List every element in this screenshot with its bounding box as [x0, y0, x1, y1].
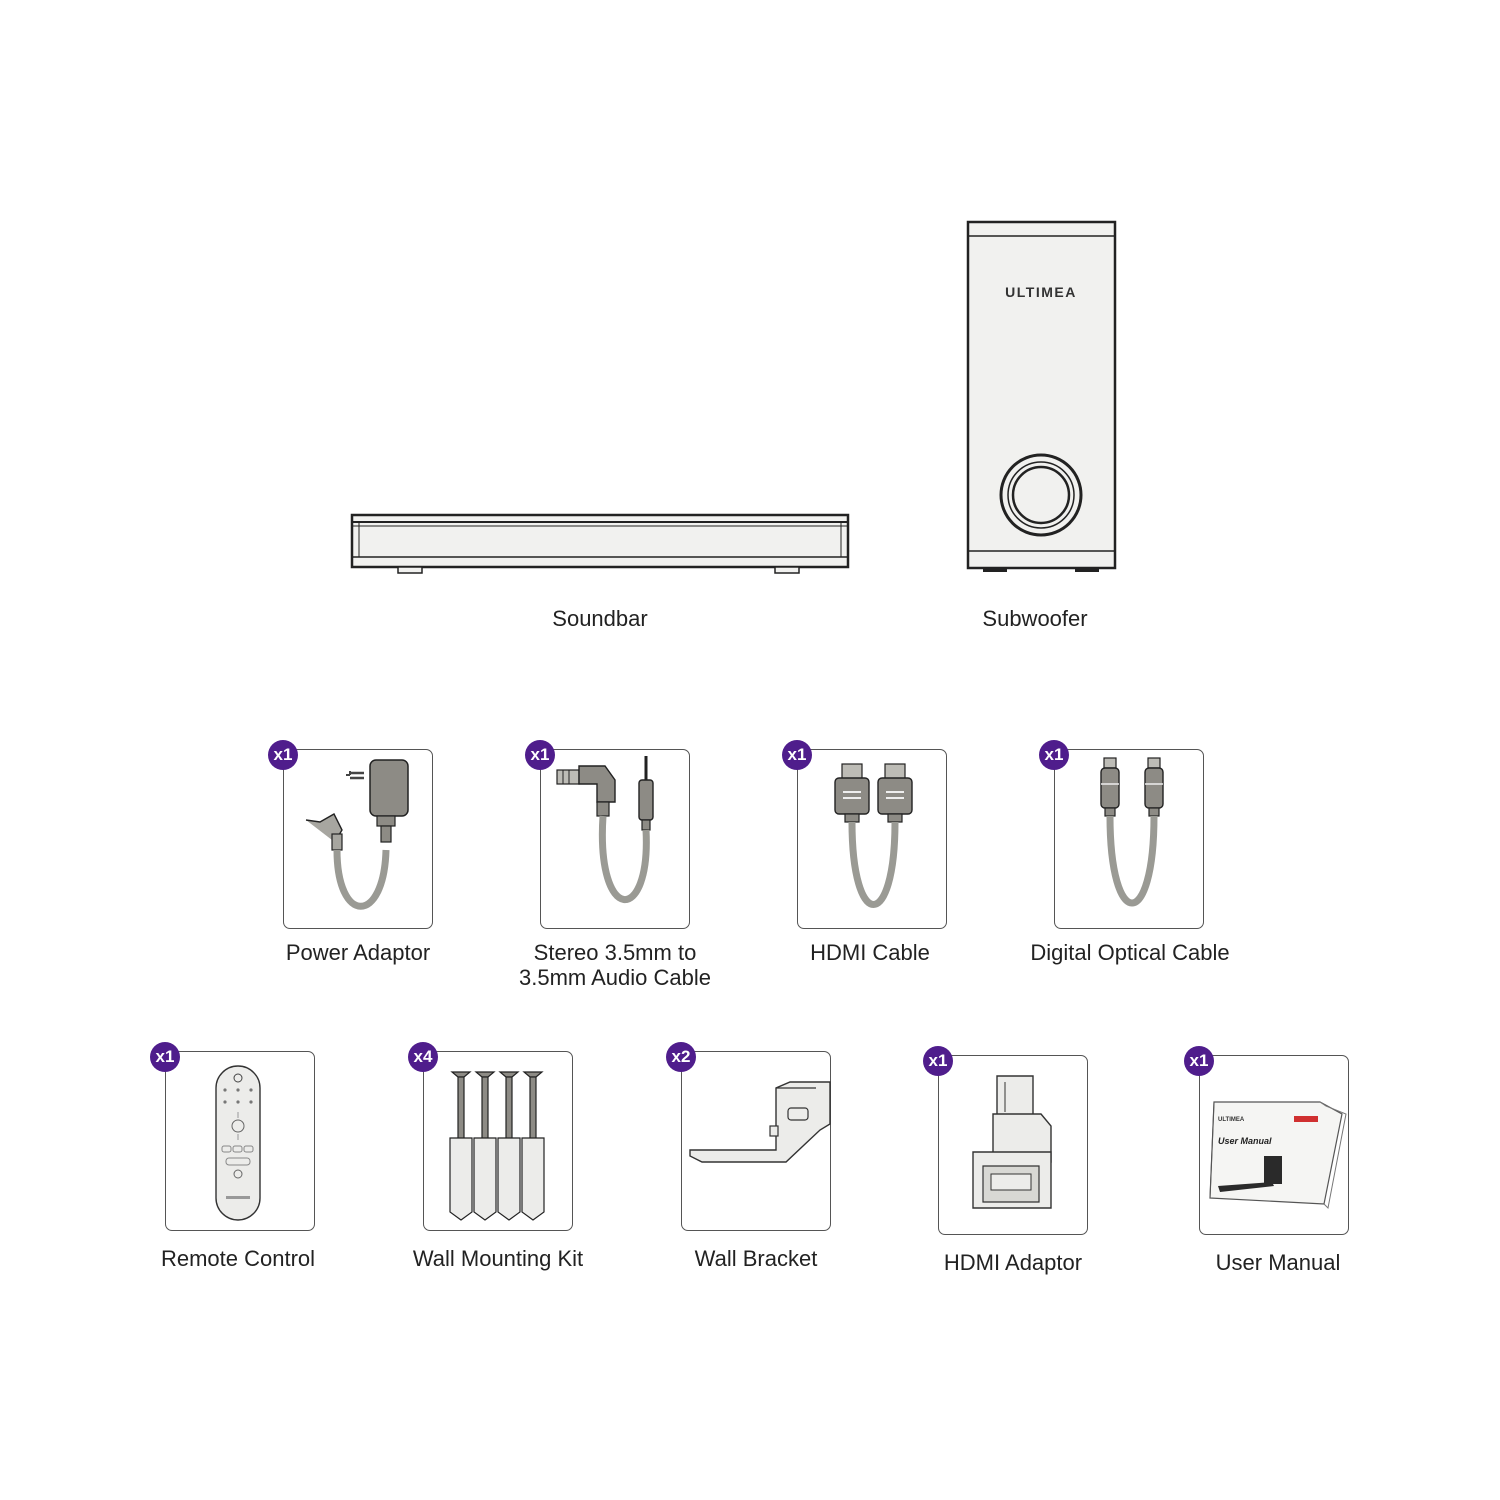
power-adaptor-label: Power Adaptor	[285, 940, 431, 965]
audio-cable-icon	[556, 756, 654, 904]
hdmi-adaptor-icon	[972, 1075, 1052, 1209]
remote-control-icon	[215, 1065, 261, 1221]
audio-cable-label: Stereo 3.5mm to 3.5mm Audio Cable	[519, 940, 711, 990]
user-manual-qty-badge: x1	[1184, 1046, 1214, 1076]
hdmi-cable-card	[797, 749, 947, 929]
wall-mounting-kit-icon	[449, 1071, 545, 1221]
soundbar-label: Soundbar	[552, 606, 648, 631]
power-adaptor-icon	[305, 759, 409, 910]
wall-mounting-kit-qty-badge: x4	[408, 1042, 438, 1072]
wall-mounting-kit-label: Wall Mounting Kit	[412, 1246, 584, 1271]
manual-title-text: User Manual	[1218, 1136, 1272, 1146]
hdmi-cable-icon	[834, 763, 913, 908]
power-adaptor-card	[283, 749, 433, 929]
remote-control-card	[165, 1051, 315, 1231]
hdmi-cable-label: HDMI Cable	[810, 940, 930, 965]
optical-cable-card	[1054, 749, 1204, 929]
manual-brand-text: ULTIMEA	[1218, 1117, 1245, 1123]
user-manual-label: User Manual	[1215, 1250, 1341, 1275]
user-manual-icon: ULTIMEA User Manual	[1209, 1101, 1347, 1210]
hdmi-adaptor-label: HDMI Adaptor	[943, 1250, 1083, 1275]
hdmi-cable-qty-badge: x1	[782, 740, 812, 770]
remote-control-label: Remote Control	[160, 1246, 316, 1271]
wall-bracket-icon	[689, 1081, 831, 1163]
subwoofer-illustration: ULTIMEA	[966, 220, 1117, 572]
optical-cable-icon	[1100, 757, 1164, 907]
soundbar-illustration	[350, 513, 850, 574]
audio-cable-qty-badge: x1	[525, 740, 555, 770]
audio-cable-card	[540, 749, 690, 929]
subwoofer-label: Subwoofer	[982, 606, 1088, 631]
user-manual-card: ULTIMEA User Manual	[1199, 1055, 1349, 1235]
wall-bracket-card	[681, 1051, 831, 1231]
hdmi-adaptor-qty-badge: x1	[923, 1046, 953, 1076]
power-adaptor-qty-badge: x1	[268, 740, 298, 770]
optical-cable-label: Digital Optical Cable	[1030, 940, 1230, 965]
optical-cable-qty-badge: x1	[1039, 740, 1069, 770]
wall-bracket-qty-badge: x2	[666, 1042, 696, 1072]
wall-mounting-kit-card	[423, 1051, 573, 1231]
subwoofer-brand-text: ULTIMEA	[1005, 284, 1077, 300]
remote-control-qty-badge: x1	[150, 1042, 180, 1072]
wall-bracket-label: Wall Bracket	[694, 1246, 818, 1271]
hdmi-adaptor-card	[938, 1055, 1088, 1235]
